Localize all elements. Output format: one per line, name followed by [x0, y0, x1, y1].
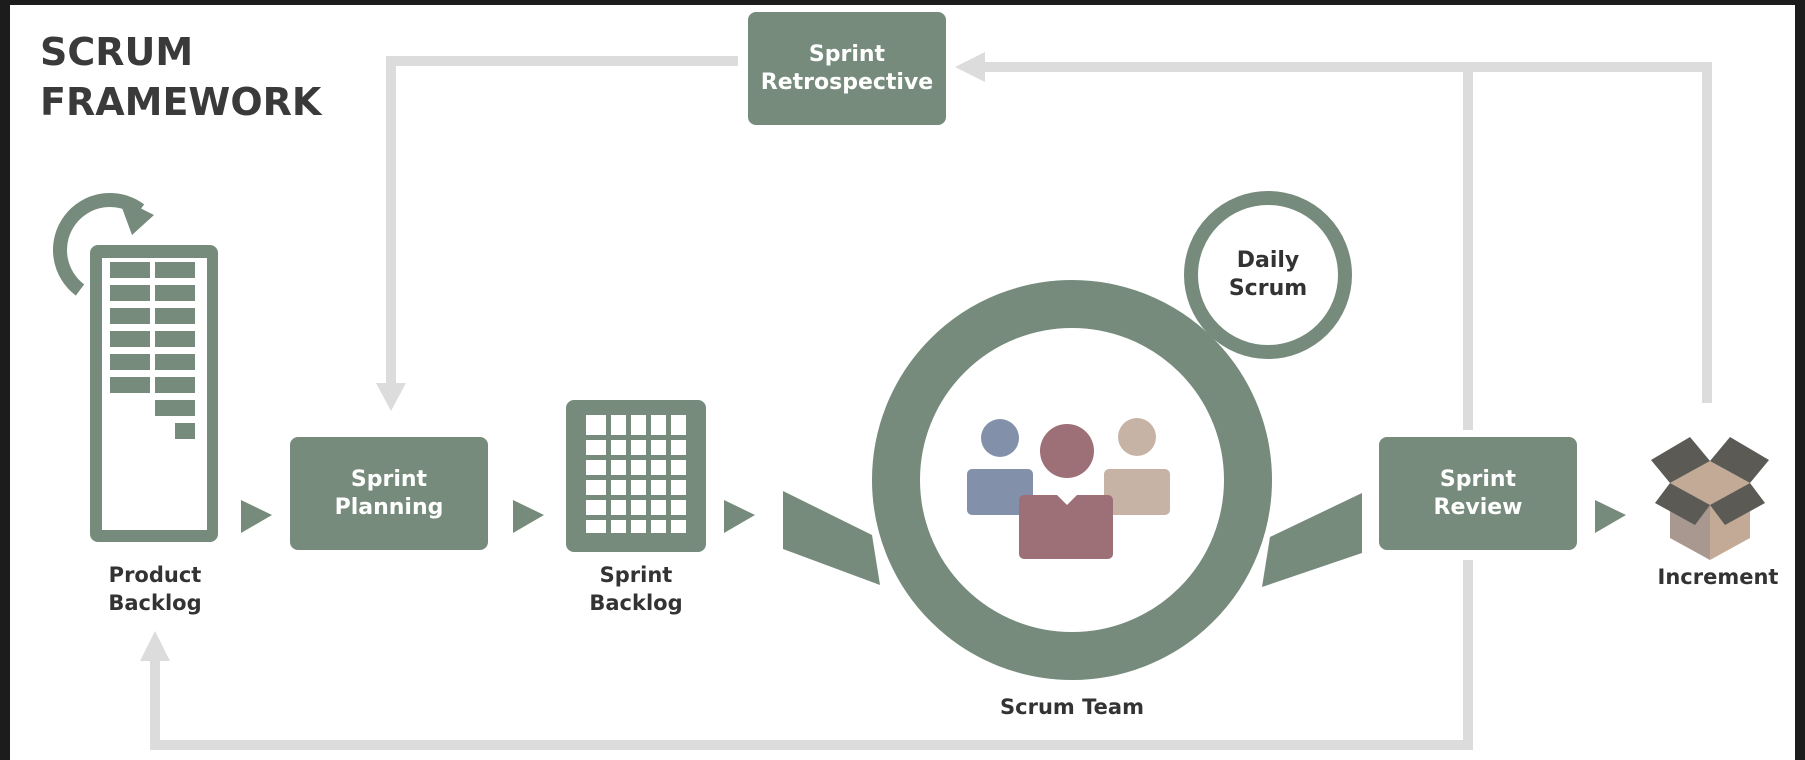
- sprint-review-line1: Sprint: [1439, 466, 1517, 492]
- product-backlog-line1: Product: [108, 563, 202, 587]
- scrum-team-label: Scrum Team: [1000, 695, 1144, 719]
- people-group-icon: [967, 418, 1170, 559]
- sprint-review-line2: Review: [1433, 494, 1523, 520]
- title-line-1: SCRUM: [40, 30, 194, 74]
- chevron-4: [1595, 500, 1626, 533]
- sprint-planning-line2: Planning: [334, 494, 444, 520]
- sprint-backlog-line1: Sprint: [599, 563, 673, 587]
- product-backlog-label: Product Backlog: [80, 561, 230, 617]
- diagram-canvas: SCRUM FRAMEWORK: [10, 5, 1795, 760]
- chevron-3: [724, 500, 755, 533]
- arrowhead-product-backlog: [140, 631, 170, 661]
- daily-scrum-line1: Daily: [1236, 248, 1300, 273]
- daily-scrum-label: Daily Scrum: [1208, 247, 1328, 303]
- sprint-retrospective-line1: Sprint: [808, 41, 886, 67]
- grid-table-icon: [566, 400, 706, 552]
- input-funnel: [783, 491, 880, 585]
- daily-scrum-ring: [1184, 191, 1352, 359]
- title-line-2: FRAMEWORK: [40, 80, 322, 124]
- diagram-title: SCRUM FRAMEWORK: [40, 27, 360, 127]
- arrow-increment-to-retro: [985, 62, 1712, 403]
- product-backlog-line2: Backlog: [108, 591, 202, 615]
- sprint-review-box[interactable]: Sprint Review: [1379, 437, 1577, 550]
- sprint-retrospective-line2: Retrospective: [760, 69, 934, 95]
- cycle-arrow-icon: [53, 193, 154, 296]
- arrow-retro-to-planning: [386, 56, 738, 385]
- sprint-planning-box[interactable]: Sprint Planning: [290, 437, 488, 550]
- scrum-team-ring: [872, 280, 1272, 680]
- backlog-list-icon: [90, 245, 218, 542]
- feedback-arrows: [150, 56, 1712, 750]
- daily-scrum-line2: Scrum: [1228, 276, 1308, 301]
- output-funnel: [1262, 493, 1362, 587]
- sprint-backlog-label: Sprint Backlog: [561, 561, 711, 617]
- sprint-backlog-line2: Backlog: [589, 591, 683, 615]
- arrowhead-retro: [955, 52, 985, 82]
- flow-chevrons: [241, 500, 1626, 533]
- chevron-1: [241, 500, 272, 533]
- arrow-review-to-product-backlog: [150, 560, 1473, 750]
- arrowhead-planning: [376, 383, 406, 411]
- increment-label: Increment: [1657, 565, 1779, 589]
- diagram-graphics: [53, 52, 1769, 750]
- sprint-planning-line1: Sprint: [350, 466, 428, 492]
- sprint-retrospective-box[interactable]: Sprint Retrospective: [748, 12, 946, 125]
- open-box-icon: [1651, 437, 1769, 560]
- chevron-2: [513, 500, 544, 533]
